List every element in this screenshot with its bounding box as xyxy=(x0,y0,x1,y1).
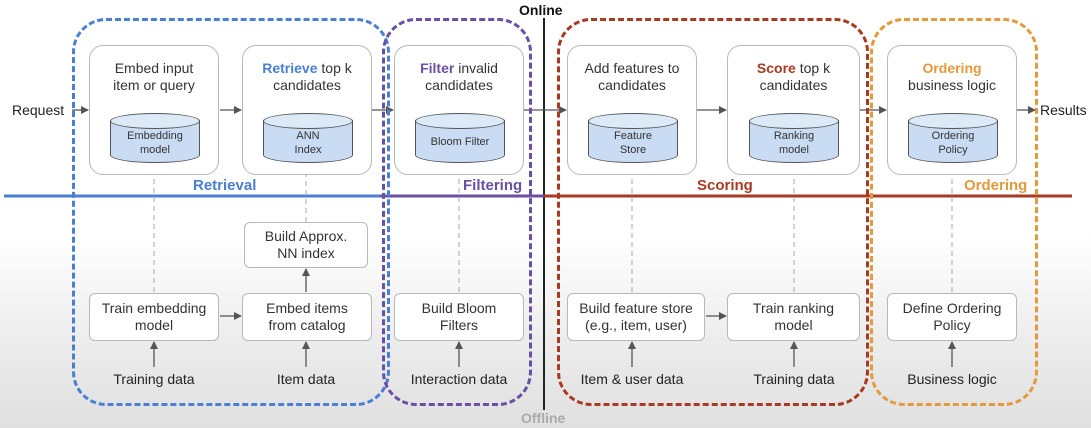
add-features-title-line1: Add features to xyxy=(584,60,680,76)
ann-index-label-1: ANN xyxy=(296,130,320,142)
feature-store-label-1: Feature xyxy=(614,130,652,142)
train-embedding-line2: model xyxy=(134,317,174,333)
offline-flow-arrows xyxy=(150,268,956,367)
retrieval-label: Retrieval xyxy=(193,177,257,194)
online-label: Online xyxy=(519,2,563,18)
train-embedding-line1: Train embedding xyxy=(101,300,207,316)
embed-input-title-line1: Embed input xyxy=(114,60,194,76)
train-ranking-line2: model xyxy=(774,317,813,333)
training-data-source-1: Training data xyxy=(113,371,195,387)
item-data-source: Item data xyxy=(276,371,336,387)
bloom-filter-store: Bloom Filter xyxy=(415,113,505,165)
score-keyword: Score xyxy=(756,60,796,76)
add-features-title-line2: candidates xyxy=(598,77,666,93)
scoring-group xyxy=(557,18,869,406)
interaction-data-source: Interaction data xyxy=(410,371,508,387)
build-bloom-line2: Filters xyxy=(439,317,479,333)
retrieval-group xyxy=(72,18,390,406)
ranking-model-store: Ranking model xyxy=(749,113,839,165)
ranking-model-label-1: Ranking xyxy=(773,130,815,142)
embedding-model-label-1: Embedding xyxy=(127,130,183,142)
ordering-policy-label-1: Ordering xyxy=(931,130,975,142)
train-ranking-line1: Train ranking xyxy=(752,300,835,316)
embed-input-title-line2: item or query xyxy=(113,77,195,93)
build-feature-store-line2: (e.g., item, user) xyxy=(585,317,687,333)
define-ordering-line2: Policy xyxy=(933,317,971,333)
embed-items-line2: from catalog xyxy=(268,317,346,333)
embedding-model-store: Embedding model xyxy=(110,113,200,165)
build-approx-line2: NN index xyxy=(277,245,335,261)
training-data-source-2: Training data xyxy=(753,371,835,387)
score-title-line1: top k xyxy=(795,60,831,76)
offline-to-online-dashed-arrows xyxy=(150,165,956,292)
ordering-title-line2: business logic xyxy=(908,77,996,93)
filter-title-line1: invalid xyxy=(454,60,498,76)
ordering-keyword: Ordering xyxy=(922,60,982,76)
scoring-label: Scoring xyxy=(697,177,753,194)
embed-items-line1: Embed items xyxy=(266,300,348,316)
ordering-policy-label-2: Policy xyxy=(938,144,968,156)
retrieve-title-line1: top k xyxy=(317,60,352,76)
business-logic-source: Business logic xyxy=(907,371,997,387)
build-approx-nn-index-box: Build Approx.NN index xyxy=(244,222,368,268)
filter-keyword: Filter xyxy=(420,60,455,76)
request-label: Request xyxy=(12,102,65,118)
define-ordering-line1: Define Ordering xyxy=(902,300,1002,316)
ranking-model-label-2: model xyxy=(779,144,809,156)
item-user-data-source: Item & user data xyxy=(580,371,684,387)
filter-title-line2: candidates xyxy=(425,77,493,93)
build-approx-line1: Build Approx. xyxy=(264,228,348,244)
build-bloom-line1: Build Bloom xyxy=(421,300,497,316)
offline-label: Offline xyxy=(521,410,566,426)
filtering-group xyxy=(382,18,532,406)
ann-index-label-2: Index xyxy=(294,144,322,156)
results-label: Results xyxy=(1040,102,1087,118)
retrieve-title-line2: candidates xyxy=(273,77,341,93)
build-feature-store-box: Build feature store(e.g., item, user) xyxy=(567,293,705,341)
retrieve-keyword: Retrieve xyxy=(262,60,318,76)
bloom-filter-label: Bloom Filter xyxy=(430,136,490,148)
embedding-model-label-2: model xyxy=(140,144,170,156)
build-feature-store-line1: Build feature store xyxy=(579,300,693,316)
filtering-label: Filtering xyxy=(463,177,523,194)
score-title-line2: candidates xyxy=(759,77,828,93)
ordering-label: Ordering xyxy=(964,177,1028,194)
ann-index-store: ANN Index xyxy=(263,113,353,165)
feature-store-label-2: Store xyxy=(619,144,647,156)
ordering-group xyxy=(870,18,1038,406)
